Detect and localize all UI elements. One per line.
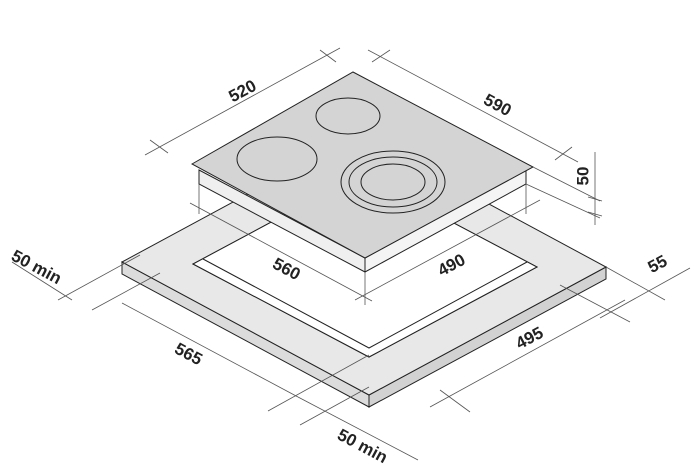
burner-left [236,136,318,182]
burner-dual-outer [340,150,446,214]
label-countertop-depth: 495 [513,323,547,353]
burner-rear [315,97,381,135]
label-left-clearance: 50 min [8,246,64,288]
cutout-inner-wall-edge [202,258,528,349]
label-rear-clearance: 55 [645,251,671,277]
label-hob-depth: 520 [226,76,260,106]
label-countertop-width: 565 [171,339,205,369]
burner-dual-inner [360,163,426,201]
label-hob-width: 590 [480,90,514,120]
burner-dual-middle [348,156,438,208]
label-front-clearance: 50 min [334,425,390,467]
label-hob-height: 50 [573,167,592,186]
dimension-lines [11,47,691,461]
